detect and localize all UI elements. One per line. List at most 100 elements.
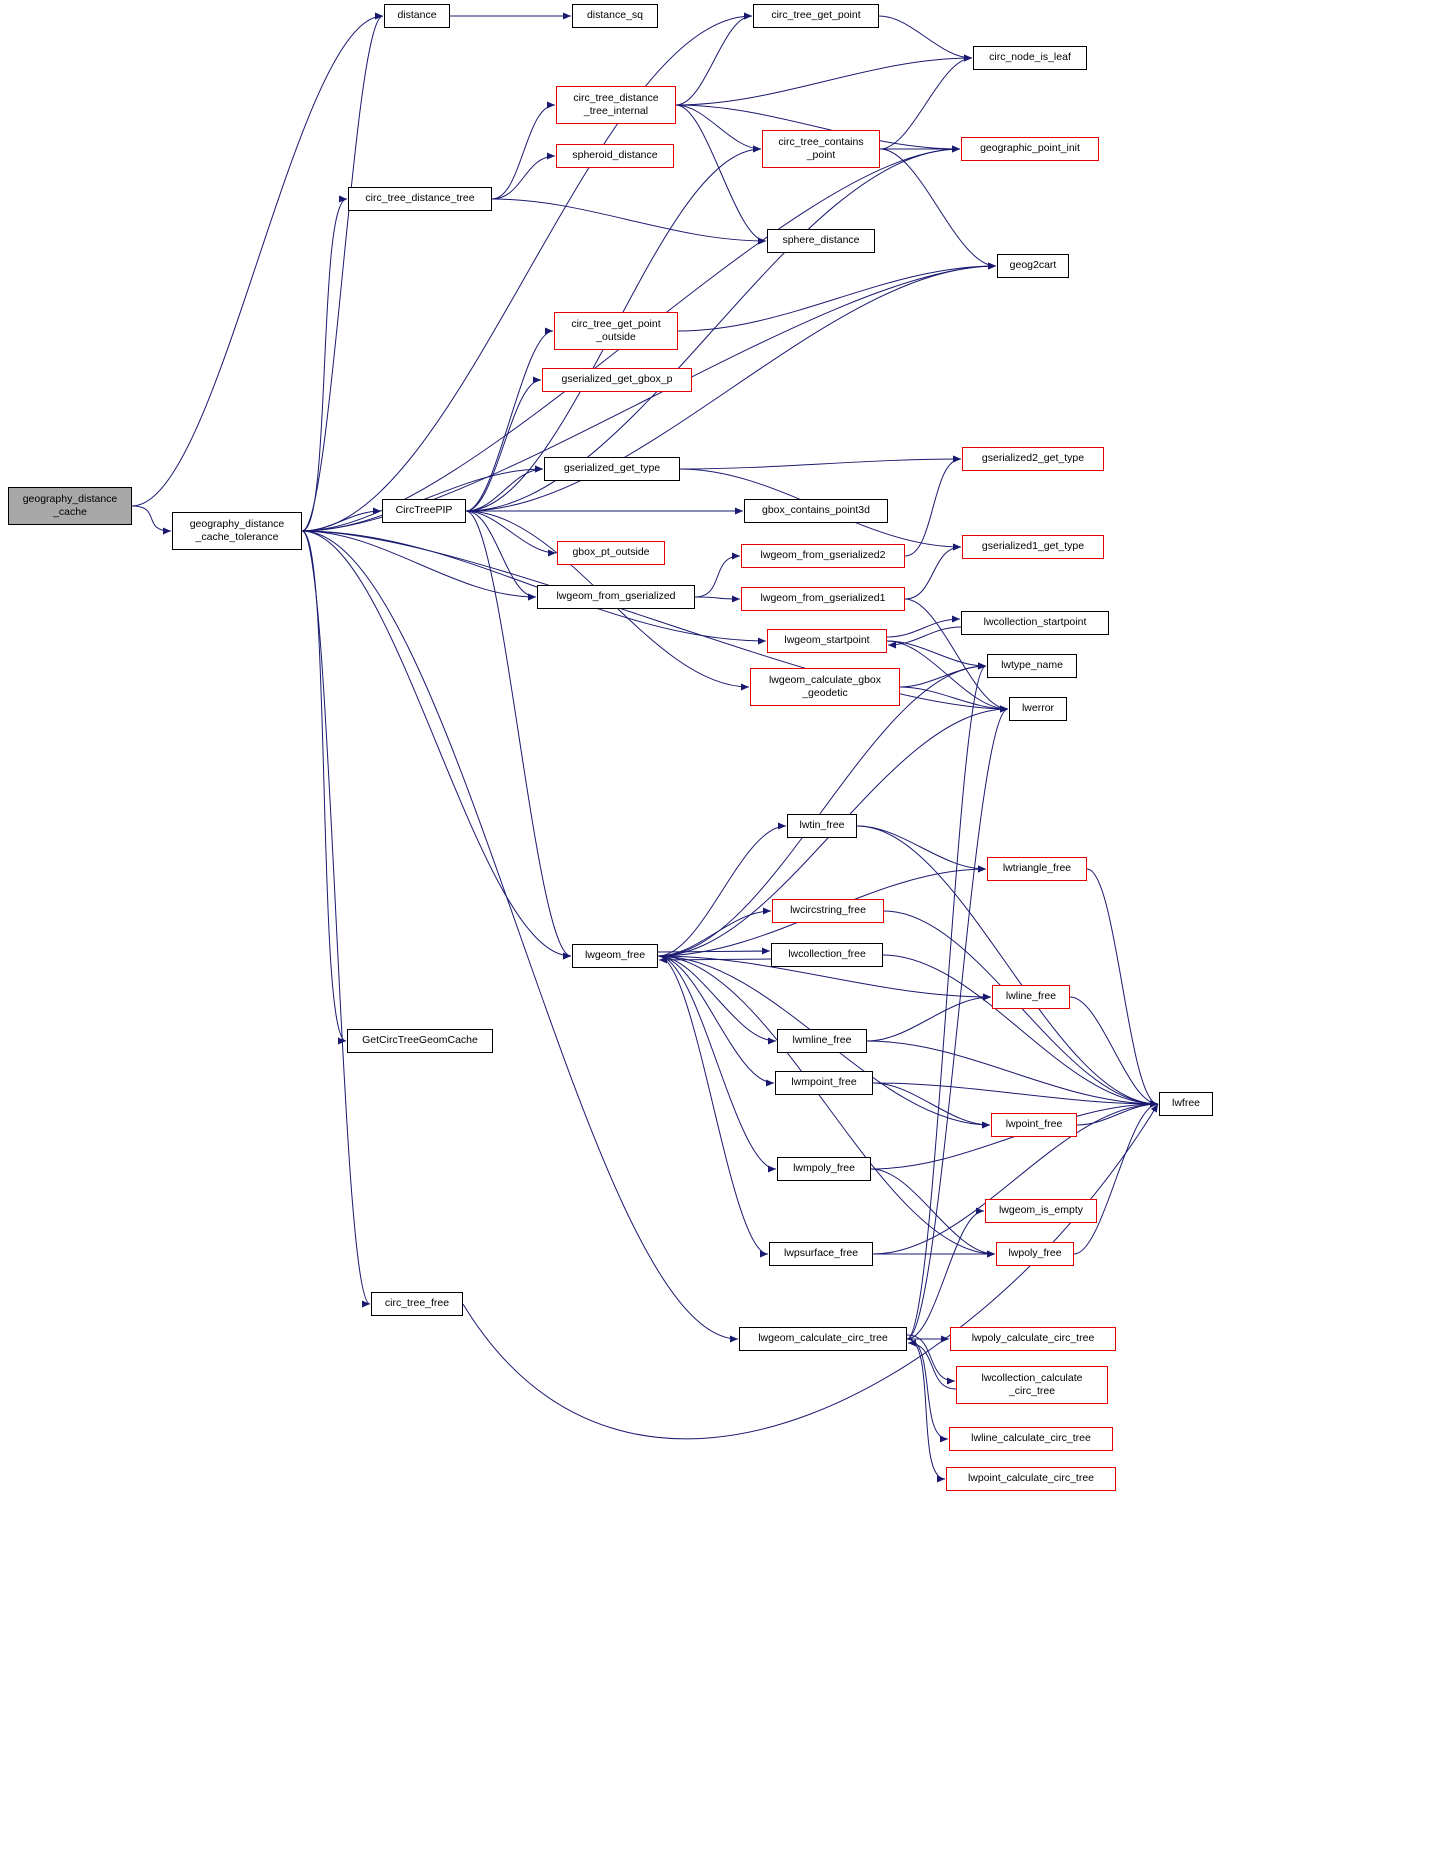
edge-circ_tree_distance_tree--sphere_distance bbox=[491, 198, 767, 245]
node-lwgeom_free[interactable]: lwgeom_free bbox=[572, 944, 658, 968]
node-lwgeom_from_gserialized1[interactable]: lwgeom_from_gserialized1 bbox=[741, 587, 905, 611]
edge-geography_distance_cache_tolerance--lwgeom_free bbox=[301, 530, 572, 960]
node-circ_tree_get_point_outside[interactable]: circ_tree_get_point _outside bbox=[554, 312, 678, 350]
edge-lwgeom_calculate_gbox_geodetic--lwerror bbox=[899, 686, 1009, 713]
node-circ_tree_contains_point[interactable]: circ_tree_contains _point bbox=[762, 130, 880, 168]
node-spheroid_distance[interactable]: spheroid_distance bbox=[556, 144, 674, 168]
node-geog2cart[interactable]: geog2cart bbox=[997, 254, 1069, 278]
edge-CircTreePIP--geog2cart bbox=[465, 262, 997, 512]
node-lwmline_free[interactable]: lwmline_free bbox=[777, 1029, 867, 1053]
edge-lwgeom_free--lwpoly_free bbox=[657, 955, 996, 1258]
edge-geography_distance_cache_tolerance--circ_tree_distance_tree bbox=[301, 195, 348, 532]
edge-lwgeom_calculate_circ_tree--lwcollection_calculate_circ_tree bbox=[906, 1334, 956, 1385]
node-lwfree[interactable]: lwfree bbox=[1159, 1092, 1213, 1116]
edge-lwgeom_from_gserialized--lwgeom_from_gserialized2 bbox=[694, 552, 741, 598]
edge-gserialized_get_type--gserialized2_get_type bbox=[679, 455, 962, 470]
edge-CircTreePIP--gserialized_get_gbox_p bbox=[465, 376, 542, 512]
edge-lwgeom_free--lwcollection_free bbox=[657, 947, 771, 955]
node-lwcollection_startpoint[interactable]: lwcollection_startpoint bbox=[961, 611, 1109, 635]
edge-lwgeom_free--lwtype_name bbox=[657, 662, 987, 957]
node-lwline_free[interactable]: lwline_free bbox=[992, 985, 1070, 1009]
edge-CircTreePIP--geographic_point_init bbox=[465, 145, 961, 512]
node-distance_sq[interactable]: distance_sq bbox=[572, 4, 658, 28]
node-lwtype_name[interactable]: lwtype_name bbox=[987, 654, 1077, 678]
edge-lwtin_free--lwfree bbox=[856, 825, 1159, 1108]
node-lwgeom_startpoint[interactable]: lwgeom_startpoint bbox=[767, 629, 887, 653]
node-GetCircTreeGeomCache[interactable]: GetCircTreeGeomCache bbox=[347, 1029, 493, 1053]
edge-lwgeom_from_gserialized1--gserialized1_get_type bbox=[904, 543, 962, 600]
edge-circ_tree_distance_tree_internal--circ_tree_get_point bbox=[675, 12, 753, 106]
node-lwtriangle_free[interactable]: lwtriangle_free bbox=[987, 857, 1087, 881]
node-lwmpoint_free[interactable]: lwmpoint_free bbox=[775, 1071, 873, 1095]
node-lwpoly_calculate_circ_tree[interactable]: lwpoly_calculate_circ_tree bbox=[950, 1327, 1116, 1351]
edge-circ_tree_contains_point--geog2cart bbox=[879, 148, 997, 270]
edge-lwgeom_calculate_circ_tree--lwerror bbox=[906, 705, 1009, 1340]
node-lwgeom_from_gserialized[interactable]: lwgeom_from_gserialized bbox=[537, 585, 695, 609]
node-lwgeom_is_empty[interactable]: lwgeom_is_empty bbox=[985, 1199, 1097, 1223]
node-gserialized_get_type[interactable]: gserialized_get_type bbox=[544, 457, 680, 481]
node-circ_tree_distance_tree_internal[interactable]: circ_tree_distance _tree_internal bbox=[556, 86, 676, 124]
edge-CircTreePIP--circ_tree_get_point_outside bbox=[465, 327, 554, 512]
edge-geography_distance_cache--geography_distance_cache_tolerance bbox=[131, 505, 172, 535]
edge-lwgeom_free--lwmpoint_free bbox=[657, 955, 775, 1087]
node-circ_tree_distance_tree[interactable]: circ_tree_distance_tree bbox=[348, 187, 492, 211]
edge-geography_distance_cache_tolerance--GetCircTreeGeomCache bbox=[301, 530, 347, 1045]
edge-lwline_free--lwfree bbox=[1069, 996, 1159, 1108]
node-gbox_pt_outside[interactable]: gbox_pt_outside bbox=[557, 541, 665, 565]
edge-lwmpoint_free--lwpoint_free bbox=[872, 1082, 991, 1129]
node-lwpsurface_free[interactable]: lwpsurface_free bbox=[769, 1242, 873, 1266]
node-gserialized_get_gbox_p[interactable]: gserialized_get_gbox_p bbox=[542, 368, 692, 392]
edge-circ_tree_distance_tree_internal--circ_node_is_leaf bbox=[675, 54, 973, 106]
node-lwpoint_free[interactable]: lwpoint_free bbox=[991, 1113, 1077, 1137]
node-CircTreePIP[interactable]: CircTreePIP bbox=[382, 499, 466, 523]
edge-circ_tree_distance_tree_internal--sphere_distance bbox=[675, 104, 767, 245]
node-lwtin_free[interactable]: lwtin_free bbox=[787, 814, 857, 838]
node-lwmpoly_free[interactable]: lwmpoly_free bbox=[777, 1157, 871, 1181]
edge-geography_distance_cache_tolerance--geog2cart bbox=[301, 262, 997, 532]
edge-geography_distance_cache--distance bbox=[131, 12, 384, 507]
node-gserialized1_get_type[interactable]: gserialized1_get_type bbox=[962, 535, 1104, 559]
edge-lwpoly_free--lwfree bbox=[1073, 1100, 1159, 1255]
edge-circ_tree_get_point--circ_node_is_leaf bbox=[878, 15, 973, 62]
edge-lwmpoly_free--lwpoly_free bbox=[870, 1168, 996, 1258]
node-geography_distance_cache_tolerance[interactable]: geography_distance _cache_tolerance bbox=[172, 512, 302, 550]
edge-lwgeom_calculate_circ_tree--lwtype_name bbox=[906, 662, 987, 1340]
edge-lwtriangle_free--lwfree bbox=[1086, 868, 1159, 1108]
edge-geography_distance_cache_tolerance--lwerror bbox=[301, 530, 1009, 713]
edge-lwgeom_free--lwpsurface_free bbox=[657, 955, 769, 1258]
node-lwpoint_calculate_circ_tree[interactable]: lwpoint_calculate_circ_tree bbox=[946, 1467, 1116, 1491]
edge-lwpsurface_free--lwfree bbox=[872, 1100, 1159, 1255]
node-geographic_point_init[interactable]: geographic_point_init bbox=[961, 137, 1099, 161]
edge-CircTreePIP--lwgeom_free bbox=[465, 510, 572, 960]
node-lwline_calculate_circ_tree[interactable]: lwline_calculate_circ_tree bbox=[949, 1427, 1113, 1451]
edge-lwgeom_calculate_circ_tree--lwline_calculate_circ_tree bbox=[906, 1338, 949, 1443]
node-circ_tree_free[interactable]: circ_tree_free bbox=[371, 1292, 463, 1316]
edge-lwgeom_calculate_circ_tree--lwpoint_calculate_circ_tree bbox=[906, 1338, 946, 1483]
edge-lwmline_free--lwline_free bbox=[866, 993, 992, 1042]
node-circ_node_is_leaf[interactable]: circ_node_is_leaf bbox=[973, 46, 1087, 70]
edge-circ_tree_get_point_outside--geog2cart bbox=[677, 262, 997, 332]
node-gbox_contains_point3d[interactable]: gbox_contains_point3d bbox=[744, 499, 888, 523]
node-lwerror[interactable]: lwerror bbox=[1009, 697, 1067, 721]
edge-geography_distance_cache_tolerance--lwgeom_from_gserialized bbox=[301, 530, 537, 601]
node-distance[interactable]: distance bbox=[384, 4, 450, 28]
node-lwcircstring_free[interactable]: lwcircstring_free bbox=[772, 899, 884, 923]
edge-lwgeom_free--lwmpoly_free bbox=[657, 955, 777, 1173]
edge-lwmpoint_free--lwfree bbox=[872, 1082, 1159, 1108]
edge-circ_tree_distance_tree--circ_tree_distance_tree_internal bbox=[491, 101, 556, 200]
edge-lwgeom_from_gserialized1--lwerror bbox=[904, 598, 1009, 713]
node-lwpoly_free[interactable]: lwpoly_free bbox=[996, 1242, 1074, 1266]
edge-CircTreePIP--gbox_pt_outside bbox=[465, 510, 557, 557]
node-lwgeom_from_gserialized2[interactable]: lwgeom_from_gserialized2 bbox=[741, 544, 905, 568]
edge-circ_tree_distance_tree_internal--geographic_point_init bbox=[675, 104, 961, 153]
node-lwcollection_calculate_circ_tree[interactable]: lwcollection_calculate _circ_tree bbox=[956, 1366, 1108, 1404]
edge-geography_distance_cache_tolerance--circ_tree_free bbox=[301, 530, 371, 1308]
node-gserialized2_get_type[interactable]: gserialized2_get_type bbox=[962, 447, 1104, 471]
node-sphere_distance[interactable]: sphere_distance bbox=[767, 229, 875, 253]
node-lwcollection_free[interactable]: lwcollection_free bbox=[771, 943, 883, 967]
node-circ_tree_get_point[interactable]: circ_tree_get_point bbox=[753, 4, 879, 28]
node-lwgeom_calculate_circ_tree[interactable]: lwgeom_calculate_circ_tree bbox=[739, 1327, 907, 1351]
node-lwgeom_calculate_gbox_geodetic[interactable]: lwgeom_calculate_gbox _geodetic bbox=[750, 668, 900, 706]
